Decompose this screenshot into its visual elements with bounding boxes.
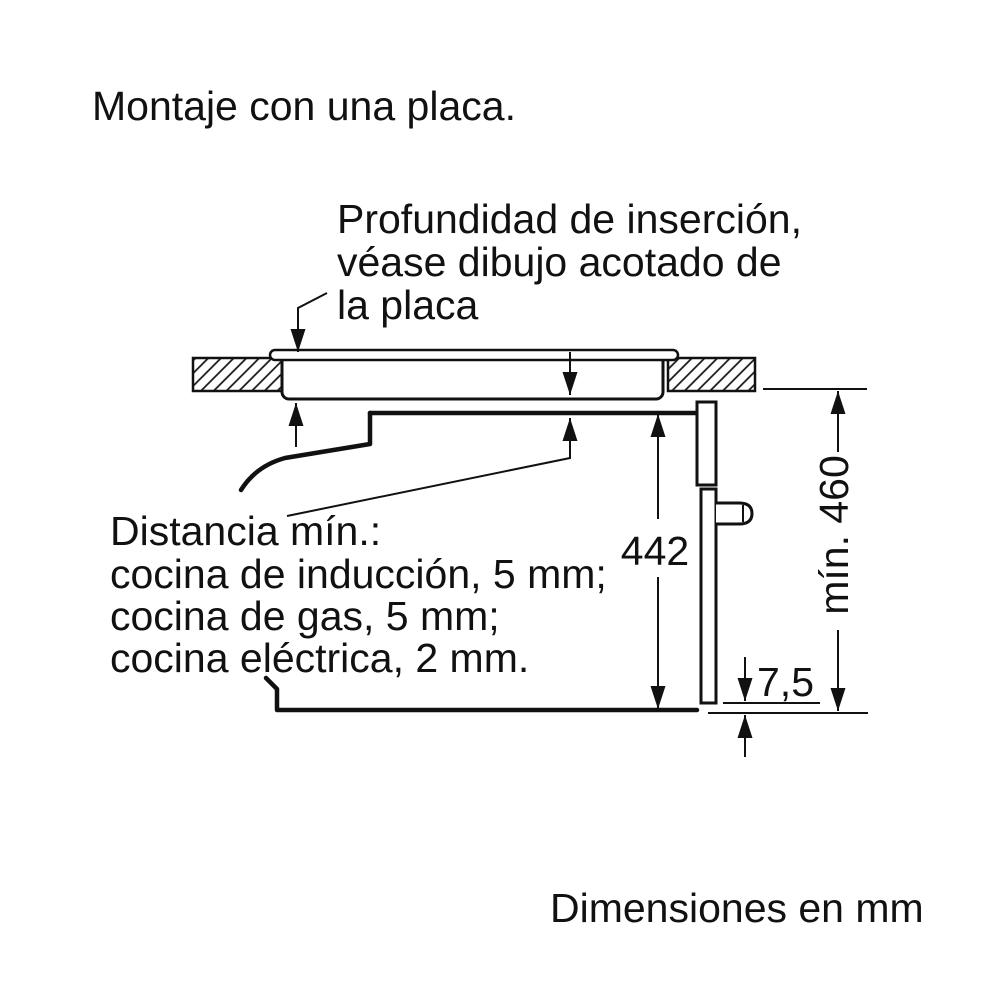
min-distance-note-line3: cocina de gas, 5 mm; (110, 593, 500, 639)
insertion-note-line3: la placa (337, 282, 479, 328)
dim-7-5 (708, 657, 868, 757)
insertion-note-line1: Profundidad de inserción, (337, 196, 802, 242)
min-distance-note-line4: cocina eléctrica, 2 mm. (110, 635, 529, 681)
dim-min-460 (763, 388, 867, 711)
min-distance-note: Distancia mín.: cocina de inducción, 5 m… (110, 508, 607, 681)
oven-bottom-panel (263, 675, 700, 713)
hob-top-plate (268, 348, 680, 362)
oven-front-control-panel (695, 400, 718, 487)
distance-note-leader-arrow (286, 418, 578, 517)
dim-460-label: mín. 460 (811, 455, 857, 615)
insertion-note-line2: véase dibujo acotado de (337, 239, 782, 285)
oven-left-break-line (238, 410, 373, 493)
footer-units-note: Dimensiones en mm (550, 885, 924, 931)
hob (268, 348, 680, 401)
min-distance-note-line1: Distancia mín.: (110, 508, 381, 554)
dim-75-label: 7,5 (757, 659, 814, 705)
annotations (286, 292, 868, 757)
worktop (191, 356, 757, 393)
insertion-note-leader-arrow (290, 292, 328, 352)
insertion-note: Profundidad de inserción, véase dibujo a… (337, 196, 802, 328)
min-distance-note-line2: cocina de inducción, 5 mm; (110, 551, 607, 597)
dim-442-label: 442 (621, 528, 689, 574)
oven (238, 400, 754, 713)
hob-body (280, 353, 665, 401)
page-title: Montaje con una placa. (92, 83, 516, 129)
worktop-right-section (666, 356, 757, 393)
door-handle (716, 501, 754, 526)
worktop-left-section (191, 356, 284, 393)
oven-front-door-frame (699, 487, 718, 705)
